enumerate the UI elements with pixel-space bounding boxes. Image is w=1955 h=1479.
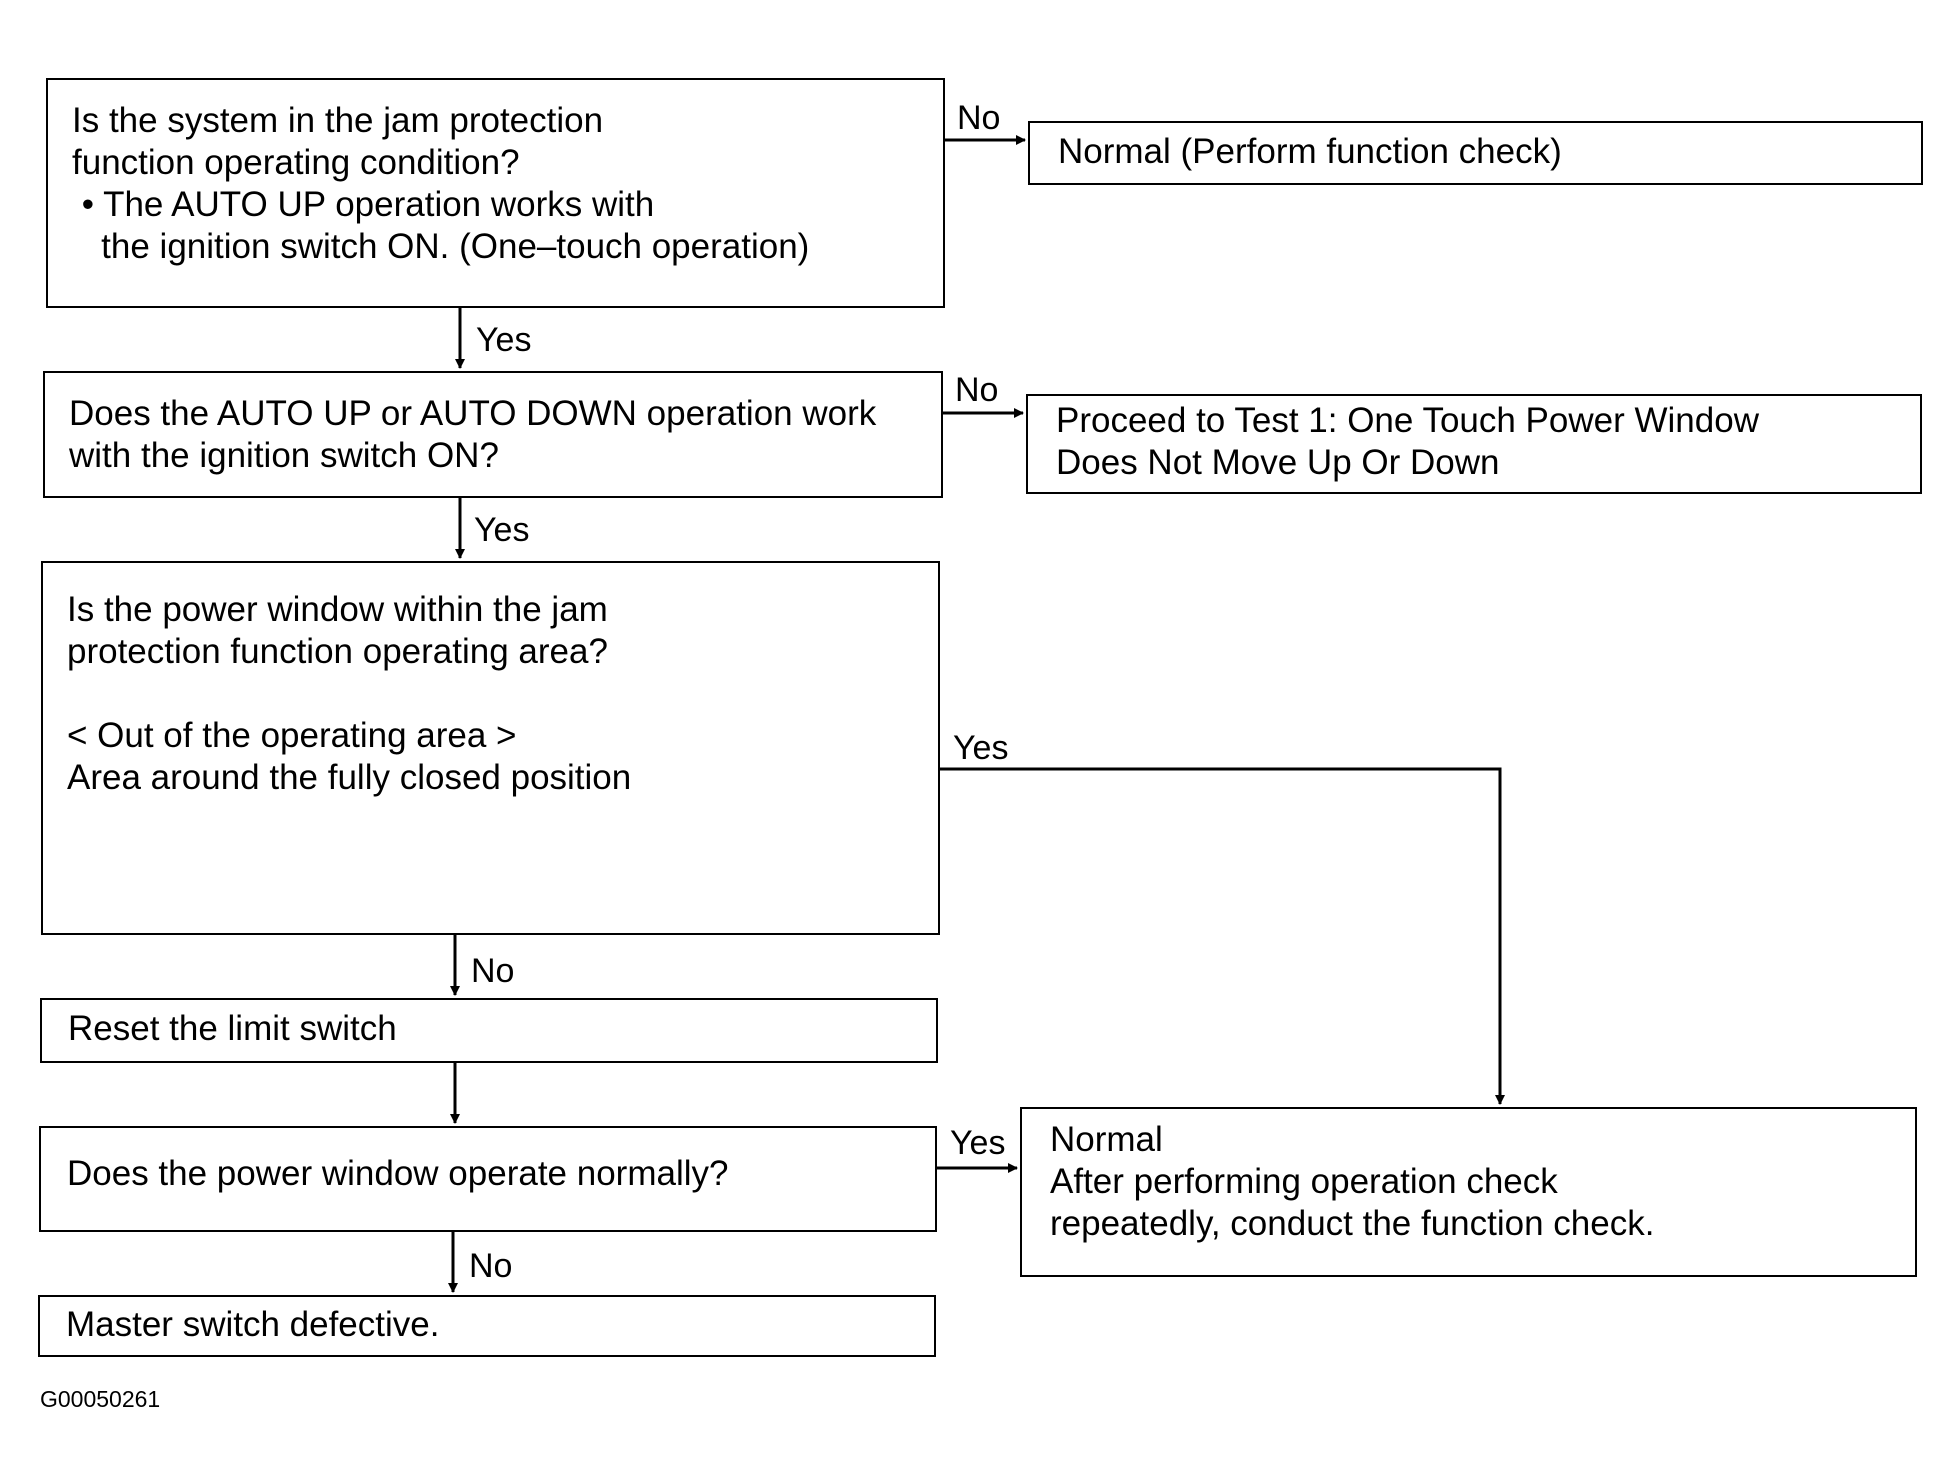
result-box-normal-operation-check: Normal After performing operation check … <box>1020 1107 1917 1277</box>
decision-box-auto-up-down: Does the AUTO UP or AUTO DOWN operation … <box>43 371 943 498</box>
box-text-line: Normal <box>1050 1120 1163 1159</box>
result-box-proceed-to-test-1: Proceed to Test 1: One Touch Power Windo… <box>1026 394 1922 494</box>
box-text-line: Proceed to Test 1: One Touch Power Windo… <box>1056 401 1759 440</box>
box-text-line <box>67 673 914 715</box>
decision-box-jam-protection-condition: Is the system in the jam protection func… <box>46 78 945 308</box>
action-box-reset-limit-switch: Reset the limit switch <box>40 998 938 1063</box>
box-text-line: Reset the limit switch <box>68 1009 397 1048</box>
box-text-line: protection function operating area? <box>67 632 608 671</box>
box-text-line: < Out of the operating area > <box>67 716 517 755</box>
box-text-line: Normal (Perform function check) <box>1058 132 1562 171</box>
decision-box-jam-protection-area: Is the power window within the jam prote… <box>41 561 940 935</box>
branch-label-q4-yes: Yes <box>950 1124 1006 1162</box>
box-text-line: with the ignition switch ON? <box>69 436 499 475</box>
branch-label-q2-yes: Yes <box>474 511 530 549</box>
branch-label-q3-yes: Yes <box>953 729 1009 767</box>
box-text-line: • The AUTO UP operation works with <box>72 185 655 224</box>
box-text-line: Does the power window operate normally? <box>67 1154 729 1193</box>
box-text-line: the ignition switch ON. (One–touch opera… <box>72 227 810 266</box>
box-text-line: Does Not Move Up Or Down <box>1056 443 1500 482</box>
box-text-line: Does the AUTO UP or AUTO DOWN operation … <box>69 394 877 433</box>
box-text-line: Is the power window within the jam <box>67 590 608 629</box>
branch-label-q2-no: No <box>955 371 999 409</box>
arrow-q3-to-normal-operation <box>940 767 1505 1105</box>
result-box-normal-perform-function-check: Normal (Perform function check) <box>1028 121 1923 185</box>
figure-code: G00050261 <box>40 1386 161 1412</box>
box-text-line: Master switch defective. <box>66 1305 440 1344</box>
branch-label-q1-yes: Yes <box>476 321 532 359</box>
box-text-line: After performing operation check <box>1050 1162 1558 1201</box>
branch-label-q4-no: No <box>469 1247 513 1285</box>
box-text-line: Area around the fully closed position <box>67 758 632 797</box>
box-text-line: repeatedly, conduct the function check. <box>1050 1204 1655 1243</box>
branch-label-q3-no: No <box>471 952 515 990</box>
branch-label-q1-no: No <box>957 99 1001 137</box>
box-text-line: function operating condition? <box>72 143 520 182</box>
result-box-master-switch-defective: Master switch defective. <box>38 1295 936 1357</box>
decision-box-window-operates-normally: Does the power window operate normally? <box>39 1126 937 1232</box>
box-text-line: Is the system in the jam protection <box>72 101 604 140</box>
